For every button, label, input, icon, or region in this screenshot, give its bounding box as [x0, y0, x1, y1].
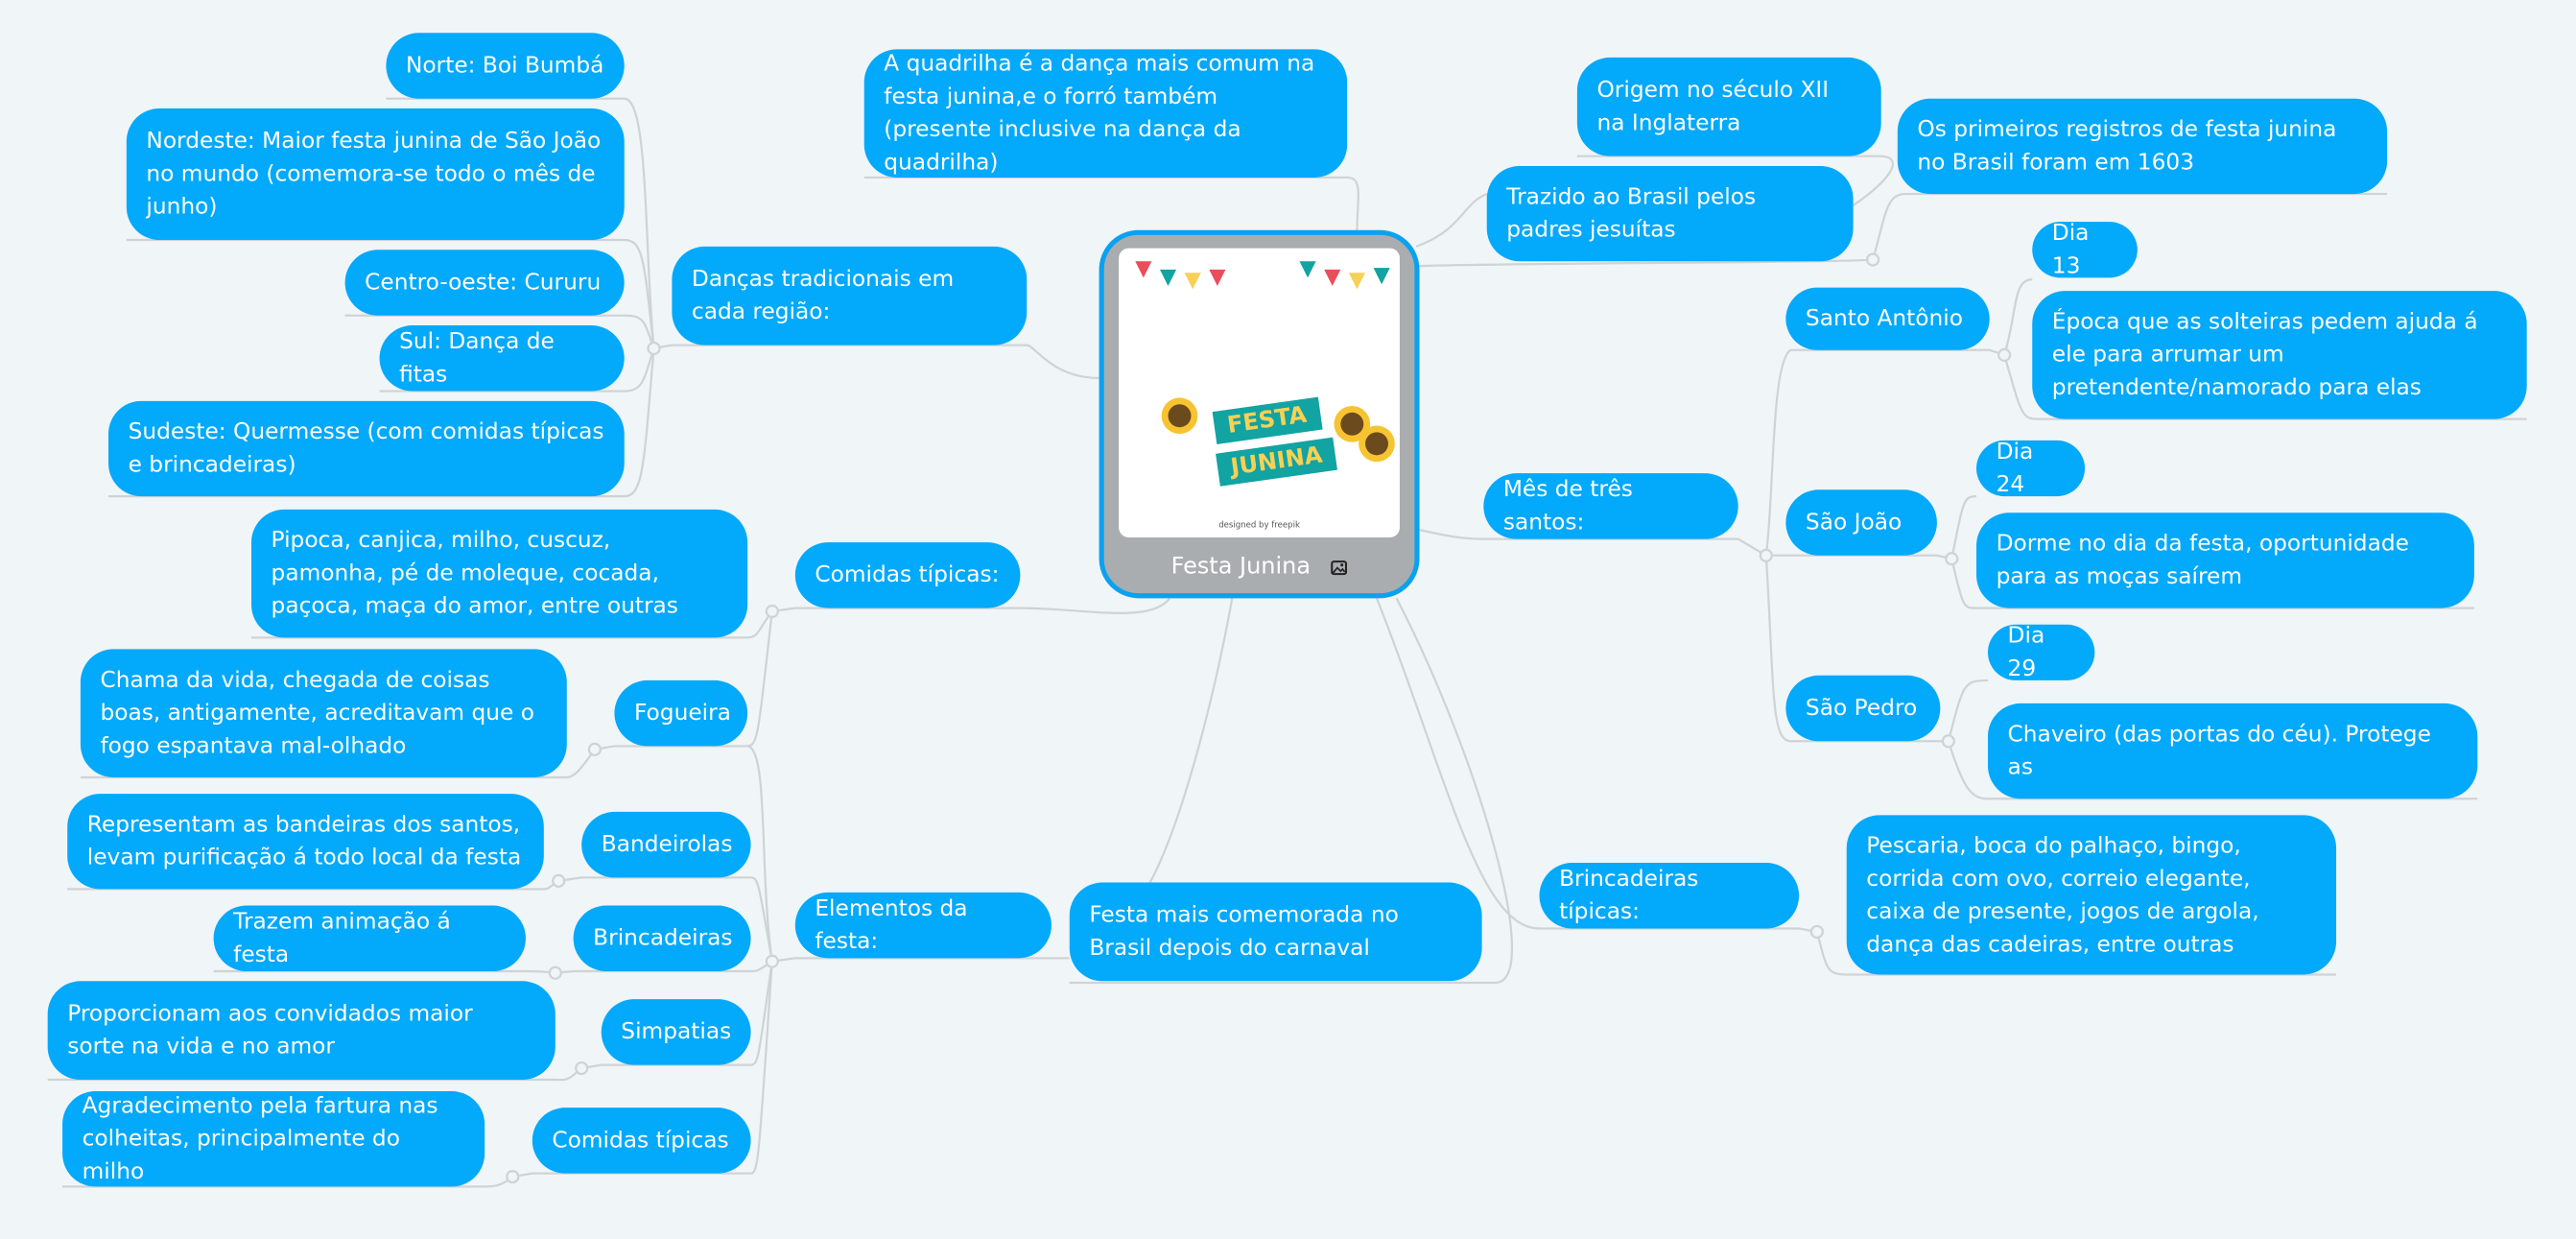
node-trazem[interactable]: Trazem animação á festa [213, 905, 526, 972]
node-text: Sul: Dança de fitas [399, 328, 555, 389]
node-text: Trazem animação á festa [233, 908, 451, 968]
node-bandeirolas[interactable]: Bandeirolas [581, 811, 751, 878]
node-sao-joao[interactable]: São João [1785, 489, 1937, 556]
node-simpatias[interactable]: Simpatias [601, 999, 751, 1065]
node-trazido[interactable]: Trazido ao Brasil pelos padres jesuítas [1486, 165, 1854, 262]
node-dancas[interactable]: Danças tradicionais em cada região: [672, 246, 1028, 345]
node-text: Elementos da festa: [815, 895, 968, 955]
central-title-row: Festa Junina [1104, 554, 1415, 580]
node-nordeste[interactable]: Nordeste: Maior festa junina de São João… [126, 108, 625, 241]
node-origem[interactable]: Origem no século XII na Inglaterra [1576, 57, 1881, 156]
node-text: Trazido ao Brasil pelos padres jesuítas [1506, 183, 1757, 244]
node-text: Proporcionam aos convidados maior sorte … [67, 1000, 473, 1060]
node-text: Brincadeiras [593, 925, 733, 952]
node-text: Pipoca, canjica, milho, cuscuz, pamonha,… [271, 527, 678, 620]
node-dia-24[interactable]: Dia 24 [1976, 440, 2086, 497]
node-text: Norte: Boi Bumbá [405, 52, 604, 80]
node-text: Dia 13 [2051, 222, 2090, 278]
node-brincadeiras[interactable]: Brincadeiras [573, 905, 751, 972]
node-comidas[interactable]: Comidas típicas: [794, 542, 1021, 608]
node-pescaria[interactable]: Pescaria, boca do palhaço, bingo, corrid… [1846, 815, 2337, 975]
node-representam[interactable]: Representam as bandeiras dos santos, lev… [67, 794, 544, 890]
node-agradecimento[interactable]: Agradecimento pela fartura nas colheitas… [62, 1091, 485, 1187]
node-chaveiro[interactable]: Chaveiro (das portas do céu). Protege as [1988, 703, 2478, 799]
node-dia-13[interactable]: Dia 13 [2032, 222, 2138, 278]
node-centro-oeste[interactable]: Centro-oeste: Cururu [344, 250, 625, 316]
node-santo-antonio[interactable]: Santo Antônio [1785, 287, 1990, 350]
node-text: São João [1805, 509, 1902, 536]
festa-junina-illustration: FESTA JUNINA designed by freepik [1119, 248, 1400, 537]
node-text: Chama da vida, chegada de coisas boas, a… [100, 667, 535, 760]
node-text: Santo Antônio [1805, 305, 1964, 332]
node-brincadeiras-tipicas[interactable]: Brincadeiras típicas: [1539, 863, 1800, 929]
node-text: Bandeirolas [601, 831, 733, 858]
node-text: Origem no século XII na Inglaterra [1596, 77, 1830, 137]
node-text: Simpatias [621, 1018, 732, 1046]
node-sul[interactable]: Sul: Dança de fitas [379, 325, 625, 392]
node-text: Dia 29 [2007, 624, 2045, 680]
node-chama[interactable]: Chama da vida, chegada de coisas boas, a… [80, 649, 567, 777]
central-topic[interactable]: FESTA JUNINA designed by freepik Festa J… [1099, 229, 1420, 599]
image-icon[interactable] [1331, 560, 1348, 576]
node-text: Centro-oeste: Cururu [365, 269, 602, 297]
node-text: Comidas típicas: [815, 561, 1000, 589]
node-text: Festa mais comemorada no Brasil depois d… [1089, 902, 1399, 962]
node-dorme[interactable]: Dorme no dia da festa, oportunidade para… [1976, 512, 2474, 608]
node-text: Os primeiros registros de festa junina n… [1917, 116, 2337, 177]
node-norte[interactable]: Norte: Boi Bumbá [386, 33, 625, 99]
node-text: Chaveiro (das portas do céu). Protege as [2007, 721, 2431, 781]
node-text: Dia 24 [1996, 440, 2034, 497]
node-text: Dorme no dia da festa, oportunidade para… [1996, 531, 2409, 590]
node-sao-pedro[interactable]: São Pedro [1785, 675, 1941, 742]
node-text: Época que as solteiras pedem ajuda á ele… [2051, 308, 2478, 401]
node-text: Representam as bandeiras dos santos, lev… [86, 811, 522, 871]
node-registros[interactable]: Os primeiros registros de festa junina n… [1897, 98, 2388, 195]
image-credit: designed by freepik [1218, 520, 1300, 532]
node-text: Comidas típicas [552, 1127, 729, 1155]
banner-festa: FESTA [1212, 396, 1322, 445]
node-sudeste[interactable]: Sudeste: Quermesse (com comidas típicas … [108, 400, 625, 497]
node-dia-29[interactable]: Dia 29 [1988, 624, 2095, 680]
node-mes-tres-santos[interactable]: Mês de três santos: [1483, 473, 1738, 539]
node-text: Pescaria, boca do palhaço, bingo, corrid… [1866, 832, 2259, 958]
node-text: Fogueira [633, 700, 731, 727]
node-comidas-tipicas[interactable]: Comidas típicas [532, 1108, 751, 1174]
banner-junina: JUNINA [1216, 437, 1338, 487]
node-elementos[interactable]: Elementos da festa: [794, 892, 1052, 959]
node-text: Nordeste: Maior festa junina de São João… [146, 128, 602, 221]
node-mais-comemorada[interactable]: Festa mais comemorada no Brasil depois d… [1069, 882, 1482, 982]
node-quadrilha[interactable]: A quadrilha é a dança mais comum na fest… [863, 49, 1348, 178]
node-text: A quadrilha é a dança mais comum na fest… [884, 51, 1315, 177]
node-epoca[interactable]: Época que as solteiras pedem ajuda á ele… [2032, 291, 2527, 419]
node-proporcionam[interactable]: Proporcionam aos convidados maior sorte … [47, 981, 555, 1081]
node-text: Brincadeiras típicas: [1559, 866, 1699, 926]
node-fogueira[interactable]: Fogueira [614, 679, 748, 747]
central-title: Festa Junina [1170, 554, 1312, 581]
node-pipoca[interactable]: Pipoca, canjica, milho, cuscuz, pamonha,… [250, 509, 748, 638]
node-text: Danças tradicionais em cada região: [691, 266, 955, 326]
node-text: Sudeste: Quermesse (com comidas típicas … [128, 418, 604, 479]
node-text: Mês de três santos: [1502, 476, 1633, 536]
node-text: Agradecimento pela fartura nas colheitas… [82, 1092, 438, 1185]
node-text: São Pedro [1805, 695, 1918, 722]
